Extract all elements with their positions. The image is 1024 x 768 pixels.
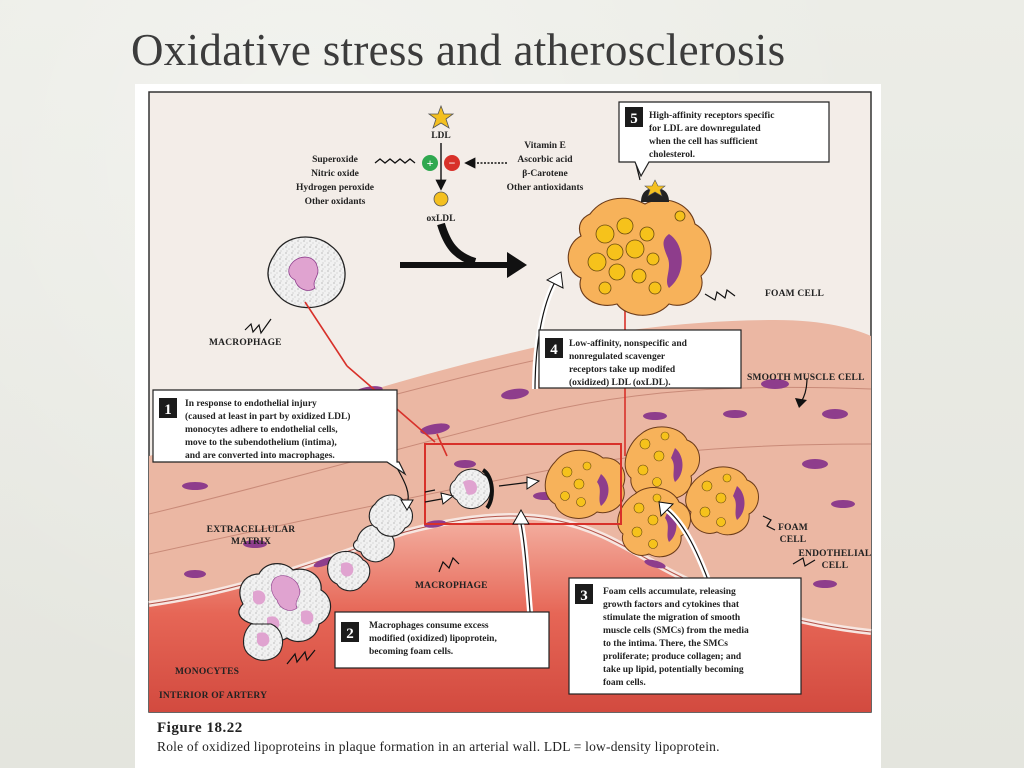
svg-text:High-affinity receptors specif: High-affinity receptors specific: [649, 111, 774, 121]
ldl-star-icon: [427, 104, 455, 129]
minus-sign: −: [449, 156, 456, 170]
svg-text:Nitric oxide: Nitric oxide: [311, 169, 359, 179]
svg-text:Foam cells accumulate, releasi: Foam cells accumulate, releasing: [603, 587, 736, 597]
svg-text:muscle cells (SMCs) from the m: muscle cells (SMCs) from the media: [603, 625, 749, 636]
svg-text:becoming foam cells.: becoming foam cells.: [369, 647, 453, 657]
figure-number: Figure 18.22: [157, 720, 243, 736]
oxldl-particle-icon: [433, 191, 449, 207]
svg-text:Ascorbic acid: Ascorbic acid: [517, 155, 573, 165]
oxldl-label: oxLDL: [426, 214, 455, 224]
svg-text:Other oxidants: Other oxidants: [305, 197, 366, 207]
smooth-muscle-cell-label: SMOOTH MUSCLE CELL: [747, 373, 865, 383]
monocytes-cluster: [238, 494, 414, 661]
interior-of-artery-label: INTERIOR OF ARTERY: [159, 691, 267, 701]
svg-text:(oxidized) LDL (oxLDL).: (oxidized) LDL (oxLDL).: [569, 377, 671, 388]
svg-text:proliferate; produce collagen;: proliferate; produce collagen; and: [603, 652, 742, 662]
svg-text:modified (oxidized) lipoprotei: modified (oxidized) lipoprotein,: [369, 633, 497, 644]
macrophage-top: [267, 236, 346, 309]
svg-text:cholesterol.: cholesterol.: [649, 150, 695, 160]
plus-icon: [422, 155, 438, 171]
macrophage-top-label: MACROPHAGE: [209, 338, 282, 348]
endothelial-cell-label-2: CELL: [822, 561, 849, 571]
svg-text:to the intima. There, the SMCs: to the intima. There, the SMCs: [603, 639, 728, 649]
step-4-callout: 4 Low-affinity, nonspecific and nonregul…: [538, 329, 742, 389]
step-5-callout: 5 High-affinity receptors specific for L…: [618, 101, 830, 178]
svg-text:(caused at least in part by ox: (caused at least in part by oxidized LDL…: [185, 411, 350, 422]
svg-text:receptors take up modifed: receptors take up modifed: [569, 365, 676, 375]
svg-text:3: 3: [580, 588, 588, 604]
foam-cell-top-label: FOAM CELL: [765, 289, 824, 299]
figure-caption-text: Role of oxidized lipoproteins in plaque …: [157, 739, 720, 754]
svg-text:nonregulated scavenger: nonregulated scavenger: [569, 352, 666, 362]
svg-text:for LDL are downregulated: for LDL are downregulated: [649, 124, 761, 134]
figure-caption: Figure 18.22 Role of oxidized lipoprotei…: [157, 720, 857, 755]
diagram: LDL oxLDL + − Superoxide Nitric oxide Hy…: [148, 91, 872, 713]
svg-text:Hydrogen peroxide: Hydrogen peroxide: [296, 183, 374, 193]
step-2-callout: 2 Macrophages consume excess modified (o…: [334, 611, 550, 669]
svg-text:1: 1: [164, 402, 172, 418]
foam-cell-top-pointer: [704, 288, 736, 301]
macrophage-bottom-label: MACROPHAGE: [415, 581, 488, 591]
step-3-callout: 3 Foam cells accumulate, releasing growt…: [568, 577, 802, 695]
plus-sign: +: [427, 156, 434, 170]
svg-text:2: 2: [346, 626, 354, 642]
svg-text:Other antioxidants: Other antioxidants: [507, 183, 584, 193]
foam-cell-bottom-label-2: CELL: [780, 535, 807, 545]
ldl-label: LDL: [431, 131, 451, 141]
uptake-curve-arrow: [437, 222, 477, 266]
oxidants-list: Superoxide Nitric oxide Hydrogen peroxid…: [296, 155, 374, 207]
uptake-arrow-icon: [400, 252, 527, 278]
svg-text:stimulate the migration of smo: stimulate the migration of smooth: [603, 613, 741, 623]
svg-text:when the cell has sufficient: when the cell has sufficient: [649, 137, 759, 147]
minus-icon: [444, 155, 460, 171]
svg-text:monocytes adhere to endothelia: monocytes adhere to endothelial cells,: [185, 425, 338, 435]
macrophage-migrating: [449, 468, 494, 510]
foam-cell-large: [567, 179, 712, 316]
svg-text:In response to endothelial inj: In response to endothelial injury: [185, 399, 317, 409]
svg-text:Superoxide: Superoxide: [312, 155, 358, 165]
extracellular-matrix-label-2: MATRIX: [231, 537, 271, 547]
svg-text:5: 5: [630, 111, 638, 127]
svg-text:growth factors and cytokines t: growth factors and cytokines that: [603, 600, 740, 610]
svg-text:move to the subendothelium (in: move to the subendothelium (intima),: [185, 437, 337, 448]
svg-text:and are converted into macroph: and are converted into macrophages.: [185, 451, 335, 461]
endothelial-cell-label: ENDOTHELIAL: [799, 549, 872, 559]
step-1-callout: 1 In response to endothelial injury (cau…: [152, 389, 407, 476]
monocytes-label: MONOCYTES: [175, 667, 239, 677]
svg-text:4: 4: [550, 342, 558, 358]
foam-cell-bottom-label: FOAM: [778, 523, 808, 533]
oxidant-squiggle-icon: [374, 158, 416, 164]
slide-title: Oxidative stress and atherosclerosis: [131, 25, 786, 75]
svg-text:β-Carotene: β-Carotene: [522, 169, 567, 179]
svg-text:Low-affinity, nonspecific and: Low-affinity, nonspecific and: [569, 339, 688, 349]
figure-card: LDL oxLDL + − Superoxide Nitric oxide Hy…: [135, 84, 881, 768]
antioxidants-list: Vitamin E Ascorbic acid β-Carotene Other…: [507, 141, 584, 193]
extracellular-matrix-label: EXTRACELLULAR: [207, 525, 296, 535]
macrophage-top-pointer: [244, 318, 272, 335]
svg-text:take up lipid, potentially bec: take up lipid, potentially becoming: [603, 665, 744, 675]
svg-text:Macrophages consume excess: Macrophages consume excess: [369, 621, 489, 631]
svg-text:foam cells.: foam cells.: [603, 678, 646, 688]
svg-text:Vitamin E: Vitamin E: [524, 141, 566, 151]
